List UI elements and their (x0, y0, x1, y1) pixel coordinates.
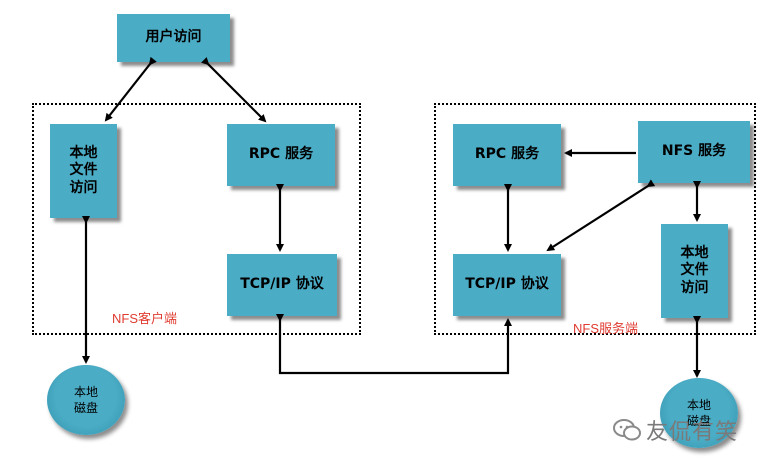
client-local-file-label: 本地 文件 访问 (69, 144, 98, 196)
client-disk-label: 本地 磁盘 (73, 384, 98, 415)
client-disk: 本地 磁盘 (47, 365, 125, 435)
nfs-client-group (32, 103, 361, 335)
user-access-label: 用户访问 (145, 29, 202, 46)
edge-user-to-client-rpc (200, 56, 267, 123)
nfs-client-label: NFS客户端 (112, 311, 178, 326)
client-rpc-label: RPC 服务 (248, 146, 314, 163)
client-rpc-box: RPC 服务 (227, 124, 335, 186)
edge-client-tcpip-to-server-tcpip (276, 314, 512, 375)
watermark-text: 友侃有笑 (646, 420, 739, 445)
server-local-file-box: 本地 文件 访问 (661, 224, 728, 318)
nfs-server-label: NFS服务端 (573, 321, 639, 336)
server-local-file-label: 本地 文件 访问 (680, 244, 709, 296)
server-rpc-label: RPC 服务 (474, 146, 540, 163)
wechat-icon (613, 419, 641, 441)
server-disk-label: 本地 磁盘 (686, 397, 711, 428)
server-tcpip-label: TCP/IP 协议 (465, 276, 549, 293)
server-rpc-box: RPC 服务 (453, 124, 561, 186)
user-access-box: 用户访问 (117, 14, 230, 62)
server-disk: 本地 磁盘 (660, 378, 738, 448)
server-nfs-box: NFS 服务 (638, 121, 750, 183)
nfs-server-group (434, 103, 756, 335)
client-tcpip-box: TCP/IP 协议 (227, 254, 337, 316)
server-tcpip-box: TCP/IP 协议 (453, 254, 561, 316)
client-tcpip-label: TCP/IP 协议 (240, 276, 324, 293)
client-local-file-box: 本地 文件 访问 (50, 124, 117, 218)
edge-user-to-local-file (104, 56, 157, 122)
server-nfs-label: NFS 服务 (661, 143, 727, 160)
edge-nfs-to-server-tcpip (546, 179, 656, 252)
